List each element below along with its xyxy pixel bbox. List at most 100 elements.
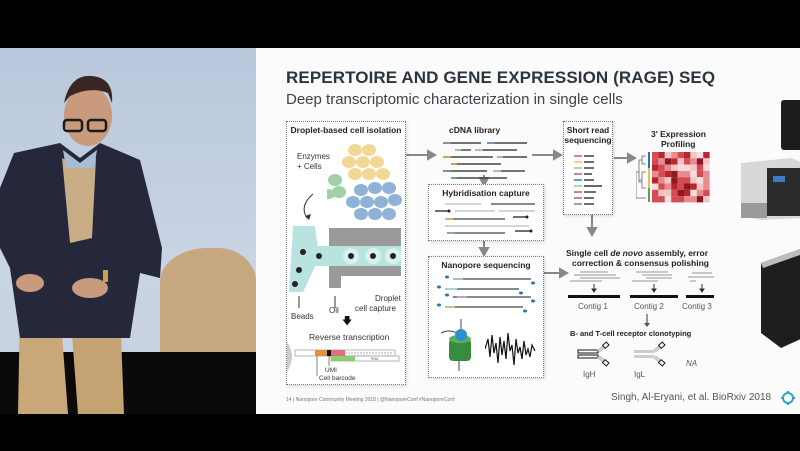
heatmap-cell bbox=[690, 158, 697, 165]
heatmap-cell bbox=[671, 196, 678, 203]
cell-barcode-label: Cell barcode bbox=[319, 375, 356, 382]
heatmap-cell bbox=[652, 152, 659, 159]
hybridisation-illustration bbox=[435, 203, 535, 234]
contig-3-bar bbox=[686, 295, 714, 298]
heatmap-cell bbox=[671, 158, 678, 165]
heatmap-cell bbox=[658, 196, 665, 203]
microfluidic-channel-illustration bbox=[289, 193, 401, 308]
heatmap-cell bbox=[671, 170, 678, 178]
blue-cells bbox=[346, 182, 402, 220]
heatmap-cell bbox=[664, 152, 672, 159]
na-label: NA bbox=[686, 359, 698, 368]
heatmap-cell bbox=[696, 158, 704, 165]
heatmap-cell bbox=[703, 164, 710, 171]
heatmap-cell bbox=[703, 189, 710, 197]
heatmap-cell bbox=[677, 183, 684, 190]
heatmap-cell bbox=[658, 183, 665, 190]
heatmap-cell bbox=[664, 177, 672, 184]
rna-label: RNA bbox=[371, 357, 379, 361]
heatmap-cell bbox=[684, 196, 691, 203]
igh-label: IgH bbox=[583, 370, 596, 379]
slide-subtitle: Deep transcriptomic characterization in … bbox=[286, 91, 623, 108]
heatmap-cell bbox=[690, 189, 697, 197]
short-read-title-line1: Short read bbox=[566, 125, 610, 135]
heatmap-cell bbox=[703, 183, 710, 190]
heatmap-cell bbox=[677, 158, 684, 165]
heatmap-cell bbox=[703, 170, 710, 178]
cells-cluster-illustration bbox=[327, 144, 402, 220]
heatmap-cell bbox=[652, 189, 659, 197]
nanopore-logo-icon bbox=[781, 391, 795, 405]
arrow-assembly-to-clonotyping bbox=[644, 314, 650, 327]
igl-receptor-icon bbox=[634, 341, 666, 367]
reverse-transcription-illustration: RNA bbox=[287, 342, 400, 376]
nanopore-signal-trace bbox=[485, 332, 536, 366]
heatmap-cell bbox=[696, 183, 704, 190]
heatmap-cell bbox=[664, 189, 672, 197]
heatmap-cell bbox=[690, 152, 697, 159]
heatmap-cell bbox=[684, 189, 691, 197]
speaker-shadow bbox=[160, 248, 256, 360]
heatmap-cell bbox=[696, 170, 704, 178]
heatmap-cell bbox=[703, 152, 710, 159]
cluster-bar-1 bbox=[648, 152, 650, 168]
heatmap-cell bbox=[671, 152, 678, 159]
enzymes-label: Enzymes bbox=[297, 152, 330, 161]
oil-label: Oil bbox=[329, 306, 339, 315]
heatmap-cell bbox=[652, 170, 659, 178]
heatmap-cell bbox=[664, 196, 672, 203]
heatmap-cell bbox=[658, 158, 665, 165]
heatmap-cell bbox=[677, 177, 684, 184]
speaker-video bbox=[0, 48, 256, 414]
heatmap-cell bbox=[677, 170, 684, 178]
hybridisation-panel-title: Hybridisation capture bbox=[442, 188, 530, 198]
heatmap-cell bbox=[652, 177, 659, 184]
beads-label: Beads bbox=[291, 312, 314, 321]
assembly-title-part-a: Single cell bbox=[566, 248, 611, 258]
expression-title-line1: 3' Expression bbox=[651, 129, 706, 139]
yellow-cells bbox=[342, 144, 390, 180]
speaker-figure bbox=[0, 75, 162, 414]
heatmap-cell bbox=[658, 177, 665, 184]
heatmap-cell bbox=[664, 158, 672, 165]
heatmap-cell bbox=[684, 170, 691, 178]
slide-title: REPERTOIRE AND GENE EXPRESSION (RAGE) SE… bbox=[286, 68, 716, 87]
heatmap-cell bbox=[703, 196, 710, 203]
assembly-illustration bbox=[568, 271, 714, 298]
droplet-label: Droplet bbox=[375, 294, 401, 303]
expression-title-line2: Profiling bbox=[661, 139, 696, 149]
heatmap-cell bbox=[658, 152, 665, 159]
heatmap-cell bbox=[684, 152, 691, 159]
clonotyping-title: B- and T-cell receptor clonotyping bbox=[570, 329, 692, 338]
sequencing-devices-illustration bbox=[741, 100, 800, 348]
contig-1-label: Contig 1 bbox=[578, 302, 608, 311]
heatmap-cell bbox=[671, 177, 678, 184]
heatmap-cell bbox=[696, 152, 704, 159]
contig-1-bar bbox=[568, 295, 620, 298]
heatmap-cell bbox=[677, 152, 684, 159]
heatmap-cell bbox=[696, 164, 704, 171]
nanopore-panel-title: Nanopore sequencing bbox=[441, 260, 531, 270]
cells-label: + Cells bbox=[297, 162, 322, 171]
contig-3-label: Contig 3 bbox=[682, 302, 712, 311]
flow-arrows bbox=[406, 149, 638, 279]
heatmap-cell bbox=[671, 164, 678, 171]
nanopore-sequencing-panel: Nanopore sequencing bbox=[428, 256, 544, 378]
heatmap-cell bbox=[664, 164, 672, 171]
heatmap-cell bbox=[684, 164, 691, 171]
short-reads-illustration bbox=[574, 155, 602, 205]
heatmap-cell bbox=[671, 189, 678, 197]
heatmap-cell bbox=[664, 183, 672, 190]
assembly-title-line2: correction & consensus polishing bbox=[572, 258, 709, 268]
cluster-bar-2 bbox=[648, 168, 650, 188]
heatmap-cell bbox=[684, 177, 691, 184]
assembly-title-part-c: assembly, error bbox=[643, 248, 709, 258]
cdna-library-illustration bbox=[443, 142, 527, 179]
citation: Singh, Al-Eryani, et al. BioRxiv 2018 bbox=[611, 392, 772, 403]
hybridisation-capture-panel: Hybridisation capture bbox=[428, 184, 544, 241]
green-cells bbox=[327, 174, 346, 199]
igl-label: IgL bbox=[634, 370, 646, 379]
heatmap-cell bbox=[677, 164, 684, 171]
heatmap-cell bbox=[658, 189, 665, 197]
slide-footer: 14 | Nanopore Community Meeting 2018 | @… bbox=[286, 397, 455, 403]
